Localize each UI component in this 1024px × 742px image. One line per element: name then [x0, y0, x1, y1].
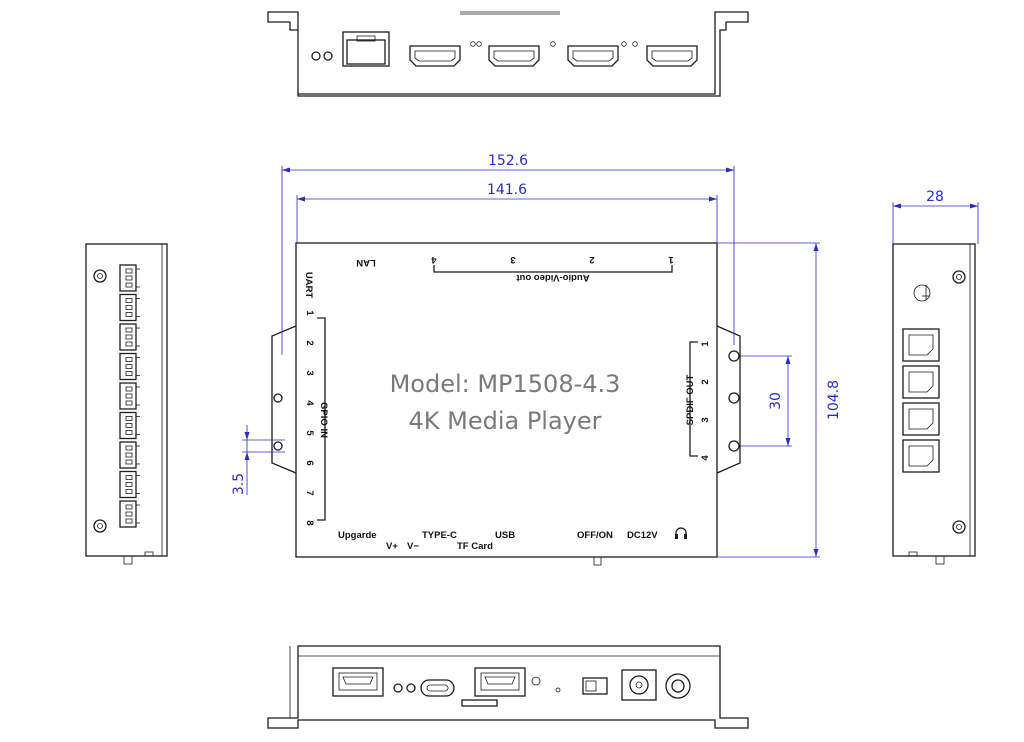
label-gpio-in: GPIO IN: [318, 402, 329, 438]
label-gpio-pin-5: 5: [304, 430, 315, 436]
label-usb: USB: [495, 530, 515, 541]
gpio-connector: [119, 470, 140, 499]
headphone-icon: [675, 527, 687, 539]
model-title: Model: MP1508-4.3: [390, 370, 621, 398]
gpio-pin-labels: 1 2 3 4 5 6 7 8: [304, 310, 315, 525]
front-panel-view: [267, 645, 749, 729]
label-audio-video-out: Audio-Video out: [516, 272, 590, 283]
tf-card-slot: [461, 699, 498, 707]
headphone-jack: [665, 673, 691, 699]
dim-hole-spacing: 30: [768, 392, 784, 410]
label-v-minus: V−: [407, 541, 419, 552]
label-gpio-pin-1: 1: [304, 310, 315, 316]
label-spdif-port-4: 4: [700, 455, 711, 461]
dim-depth: 104.8: [826, 380, 842, 420]
gpio-connector: [119, 500, 140, 528]
dim-overall-width: 152.6: [488, 153, 528, 169]
spdif-jack: [902, 402, 940, 436]
power-switch: [582, 677, 608, 695]
label-spdif-port-2: 2: [700, 379, 711, 384]
hdmi-port-2: [567, 45, 619, 67]
label-gpio-pin-8: 8: [304, 520, 315, 525]
label-dc12v: DC12V: [627, 530, 658, 541]
rear-led-2: [323, 51, 333, 61]
right-side-view: [892, 243, 976, 565]
left-side-view: [85, 243, 168, 565]
hdmi-port-1: [646, 45, 698, 67]
label-av-port-4: 4: [431, 254, 437, 265]
label-av-port-1: 1: [668, 254, 674, 265]
spdif-jacks: [902, 328, 940, 473]
label-spdif-port-1: 1: [700, 341, 711, 347]
label-gpio-pin-2: 2: [304, 340, 315, 345]
product-subtitle: 4K Media Player: [408, 407, 601, 435]
dim-inner-width: 141.6: [487, 182, 527, 198]
label-lan: LAN: [356, 257, 376, 268]
usb-port: [474, 667, 526, 697]
gpio-connector-strip: [119, 264, 140, 528]
label-gpio-pin-7: 7: [304, 490, 315, 495]
label-type-c: TYPE-C: [422, 530, 457, 541]
gpio-connector: [119, 382, 140, 410]
dim-hole-offset: 3.5: [231, 473, 247, 495]
rear-panel-view: [267, 11, 749, 97]
label-spdif-out: SPDIF OUT: [685, 374, 696, 425]
v-plus-led: [393, 683, 403, 693]
gpio-connector: [119, 352, 140, 381]
label-av-port-2: 2: [589, 254, 594, 265]
label-off-on: OFF/ON: [577, 530, 613, 541]
dc-jack: [621, 669, 657, 701]
label-gpio-pin-6: 6: [304, 460, 315, 465]
hdmi-port-4: [409, 45, 461, 67]
label-spdif-port-3: 3: [700, 417, 711, 422]
label-gpio-pin-3: 3: [304, 370, 315, 375]
dimension-lines: 152.6 141.6 28 104.8 30 3.5: [231, 153, 979, 558]
label-upgrade: Upgarde: [338, 530, 377, 541]
spdif-port-labels: 1 2 3 4: [700, 341, 711, 461]
gpio-connector: [119, 323, 140, 351]
spdif-jack: [902, 439, 940, 473]
lan-port: [342, 31, 390, 67]
spdif-jack: [902, 365, 940, 399]
label-gpio-pin-4: 4: [304, 400, 315, 406]
main-plan-view: [271, 242, 741, 566]
label-av-port-3: 3: [510, 254, 515, 265]
upgrade-usb-port: [332, 667, 384, 697]
label-v-plus: V+: [386, 541, 398, 552]
gpio-connector: [119, 264, 140, 292]
label-uart: UART: [303, 272, 314, 299]
gpio-connector: [119, 411, 140, 440]
spdif-jack: [902, 328, 940, 362]
ground-icon: [913, 284, 931, 302]
dim-side-depth: 28: [926, 189, 944, 205]
label-tf-card: TF Card: [457, 541, 493, 552]
gpio-connector: [119, 441, 140, 469]
rear-led-1: [311, 51, 321, 61]
type-c-port: [420, 679, 455, 697]
hdmi-port-3: [488, 45, 540, 67]
gpio-connector: [119, 293, 140, 322]
v-minus-led: [406, 683, 416, 693]
